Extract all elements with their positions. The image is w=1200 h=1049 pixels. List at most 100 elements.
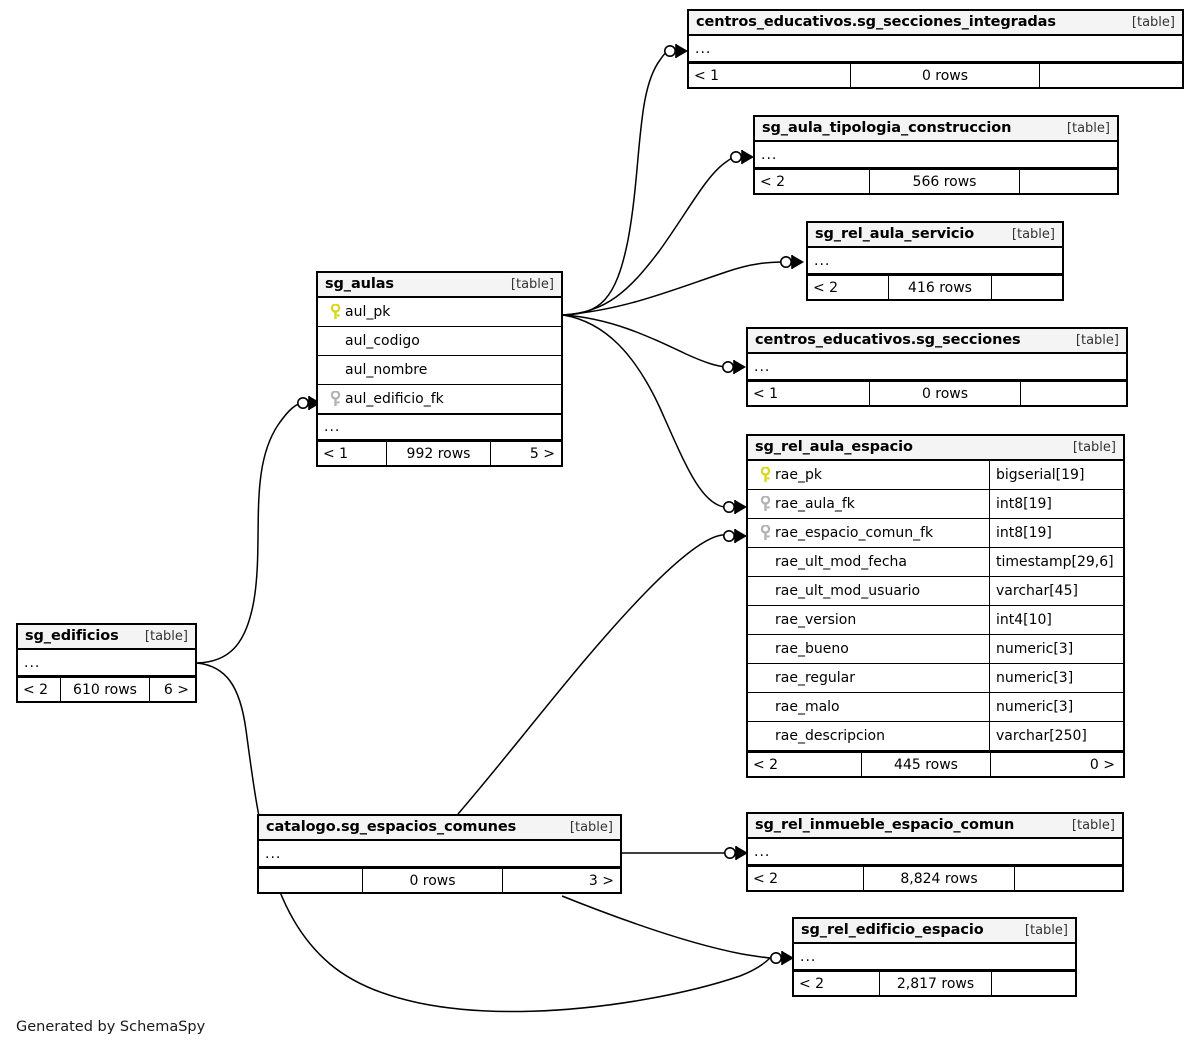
column-type: int4[10] — [989, 606, 1123, 634]
footer-parents-count[interactable]: < 2 — [23, 681, 49, 698]
collapsed-columns-ellipsis: ... — [18, 650, 195, 676]
edge-aulas-to-rel-aula-servicio — [562, 261, 785, 316]
collapsed-columns-ellipsis: ... — [318, 414, 561, 440]
table-type-tag: [table] — [1024, 922, 1068, 938]
table-footer: < 2 2,817 rows — [794, 970, 1075, 995]
footer-children-count[interactable] — [992, 972, 1075, 995]
table-type-tag: [table] — [144, 628, 188, 644]
primary-key-icon — [325, 304, 345, 320]
table-type-tag: [table] — [1072, 439, 1116, 455]
table-title: sg_rel_edificio_espacio — [801, 922, 984, 938]
foreign-key-icon — [755, 496, 775, 512]
table-node-secciones-integradas[interactable]: centros_educativos.sg_secciones_integrad… — [687, 9, 1184, 89]
footer-children-count[interactable]: 6 > — [163, 681, 189, 698]
table-title: sg_rel_aula_espacio — [755, 439, 913, 455]
table-type-tag: [table] — [1071, 817, 1115, 833]
edge-espacios-comunes-to-rel-edificio-espacio — [561, 895, 773, 959]
column-name: rae_bueno — [775, 641, 849, 657]
column-type: numeric[3] — [989, 664, 1123, 692]
edge-espacios-comunes-to-rel-aula-espacio — [457, 534, 726, 815]
footer-children-count[interactable] — [1040, 64, 1182, 87]
table-node-rel-inmueble-espacio-comun[interactable]: sg_rel_inmueble_espacio_comun [table] ..… — [746, 812, 1124, 892]
table-footer: < 2 445 rows 0 > — [748, 751, 1123, 776]
foreign-key-icon — [755, 525, 775, 541]
table-footer: 0 rows 3 > — [259, 867, 620, 892]
column-row-rae-regular[interactable]: rae_regular numeric[3] — [748, 664, 1123, 693]
table-header: sg_aulas [table] — [318, 273, 561, 298]
column-type: int8[19] — [989, 490, 1123, 518]
footer-parents-count[interactable]: < 2 — [799, 975, 825, 992]
footer-parents-count[interactable]: < 2 — [813, 279, 839, 296]
table-node-rel-aula-espacio[interactable]: sg_rel_aula_espacio [table] rae_pk bigse… — [746, 434, 1125, 778]
column-row-rae-malo[interactable]: rae_malo numeric[3] — [748, 693, 1123, 722]
table-node-aulas[interactable]: sg_aulas [table] aul_pk aul_codigo aul_n… — [316, 271, 563, 467]
edge-aulas-to-aula-tipologia — [562, 156, 735, 316]
column-row-aul-nombre[interactable]: aul_nombre — [318, 356, 561, 385]
footer-parents-count[interactable]: < 2 — [753, 870, 779, 887]
collapsed-columns-ellipsis: ... — [689, 36, 1182, 62]
footer-children-count[interactable]: 5 > — [529, 445, 555, 462]
column-row-aul-pk[interactable]: aul_pk — [318, 298, 561, 327]
edge-aulas-to-rel-aula-espacio — [562, 314, 727, 508]
column-type: numeric[3] — [989, 635, 1123, 663]
column-row-rae-ult-mod-fecha[interactable]: rae_ult_mod_fecha timestamp[29,6] — [748, 548, 1123, 577]
footer-children-count[interactable]: 3 > — [588, 872, 614, 889]
footer-children-count[interactable] — [992, 276, 1062, 299]
column-row-rae-ult-mod-usuario[interactable]: rae_ult_mod_usuario varchar[45] — [748, 577, 1123, 606]
footer-row-count: 0 rows — [850, 64, 1040, 87]
column-name: aul_pk — [345, 304, 391, 320]
table-title: centros_educativos.sg_secciones — [755, 332, 1021, 348]
table-type-tag: [table] — [1075, 332, 1119, 348]
column-row-rae-espacio-comun-fk[interactable]: rae_espacio_comun_fk int8[19] — [748, 519, 1123, 548]
footer-row-count: 0 rows — [869, 382, 1021, 405]
table-title: sg_rel_inmueble_espacio_comun — [755, 817, 1015, 833]
footer-parents-count[interactable] — [259, 869, 362, 892]
footer-children-count[interactable]: 0 > — [1089, 756, 1115, 773]
table-type-tag: [table] — [569, 819, 613, 835]
table-footer: < 1 992 rows 5 > — [318, 440, 561, 465]
collapsed-columns-ellipsis: ... — [755, 142, 1117, 168]
table-footer: < 1 0 rows — [748, 380, 1126, 405]
column-name: rae_ult_mod_usuario — [775, 583, 921, 599]
edge-edificios-to-aulas — [196, 402, 303, 664]
column-type: varchar[45] — [989, 577, 1123, 605]
column-row-rae-version[interactable]: rae_version int4[10] — [748, 606, 1123, 635]
footer-children-count[interactable] — [1015, 867, 1122, 890]
column-name: rae_pk — [775, 467, 822, 483]
footer-parents-count[interactable]: < 1 — [694, 67, 720, 84]
table-node-secciones[interactable]: centros_educativos.sg_secciones [table] … — [746, 327, 1128, 407]
table-node-rel-edificio-espacio[interactable]: sg_rel_edificio_espacio [table] ... < 2 … — [792, 917, 1077, 997]
footer-children-count[interactable] — [1020, 170, 1117, 193]
table-header: sg_rel_aula_espacio [table] — [748, 436, 1123, 461]
table-node-aula-tipologia-construccion[interactable]: sg_aula_tipologia_construccion [table] .… — [753, 115, 1119, 195]
footer-parents-count[interactable]: < 1 — [753, 385, 779, 402]
table-footer: < 2 416 rows — [808, 274, 1062, 299]
footer-children-count[interactable] — [1021, 382, 1126, 405]
column-name: rae_regular — [775, 670, 855, 686]
table-title: sg_rel_aula_servicio — [815, 226, 975, 242]
table-node-rel-aula-servicio[interactable]: sg_rel_aula_servicio [table] ... < 2 416… — [806, 221, 1064, 301]
column-row-rae-aula-fk[interactable]: rae_aula_fk int8[19] — [748, 490, 1123, 519]
column-row-aul-codigo[interactable]: aul_codigo — [318, 327, 561, 356]
table-footer: < 2 566 rows — [755, 168, 1117, 193]
collapsed-columns-ellipsis: ... — [748, 839, 1122, 865]
table-title: sg_aulas — [325, 276, 394, 292]
column-name: rae_ult_mod_fecha — [775, 554, 907, 570]
footer-row-count: 2,817 rows — [879, 972, 992, 995]
column-name: rae_descripcion — [775, 728, 885, 744]
table-title: catalogo.sg_espacios_comunes — [266, 819, 517, 835]
table-title: sg_aula_tipologia_construccion — [762, 120, 1012, 136]
footer-row-count: 445 rows — [861, 753, 991, 776]
table-node-espacios-comunes[interactable]: catalogo.sg_espacios_comunes [table] ...… — [257, 814, 622, 894]
footer-parents-count[interactable]: < 2 — [760, 173, 786, 190]
generator-credit: Generated by SchemaSpy — [16, 1019, 206, 1035]
column-row-rae-descripcion[interactable]: rae_descripcion varchar[250] — [748, 722, 1123, 751]
column-row-rae-pk[interactable]: rae_pk bigserial[19] — [748, 461, 1123, 490]
edge-aulas-to-secciones-integradas — [562, 50, 669, 316]
column-row-aul-edificio-fk[interactable]: aul_edificio_fk — [318, 385, 561, 414]
column-row-rae-bueno[interactable]: rae_bueno numeric[3] — [748, 635, 1123, 664]
footer-parents-count[interactable]: < 2 — [753, 756, 779, 773]
footer-parents-count[interactable]: < 1 — [323, 445, 349, 462]
table-title: centros_educativos.sg_secciones_integrad… — [696, 14, 1056, 30]
table-node-edificios[interactable]: sg_edificios [table] ... < 2 610 rows 6 … — [16, 623, 197, 703]
